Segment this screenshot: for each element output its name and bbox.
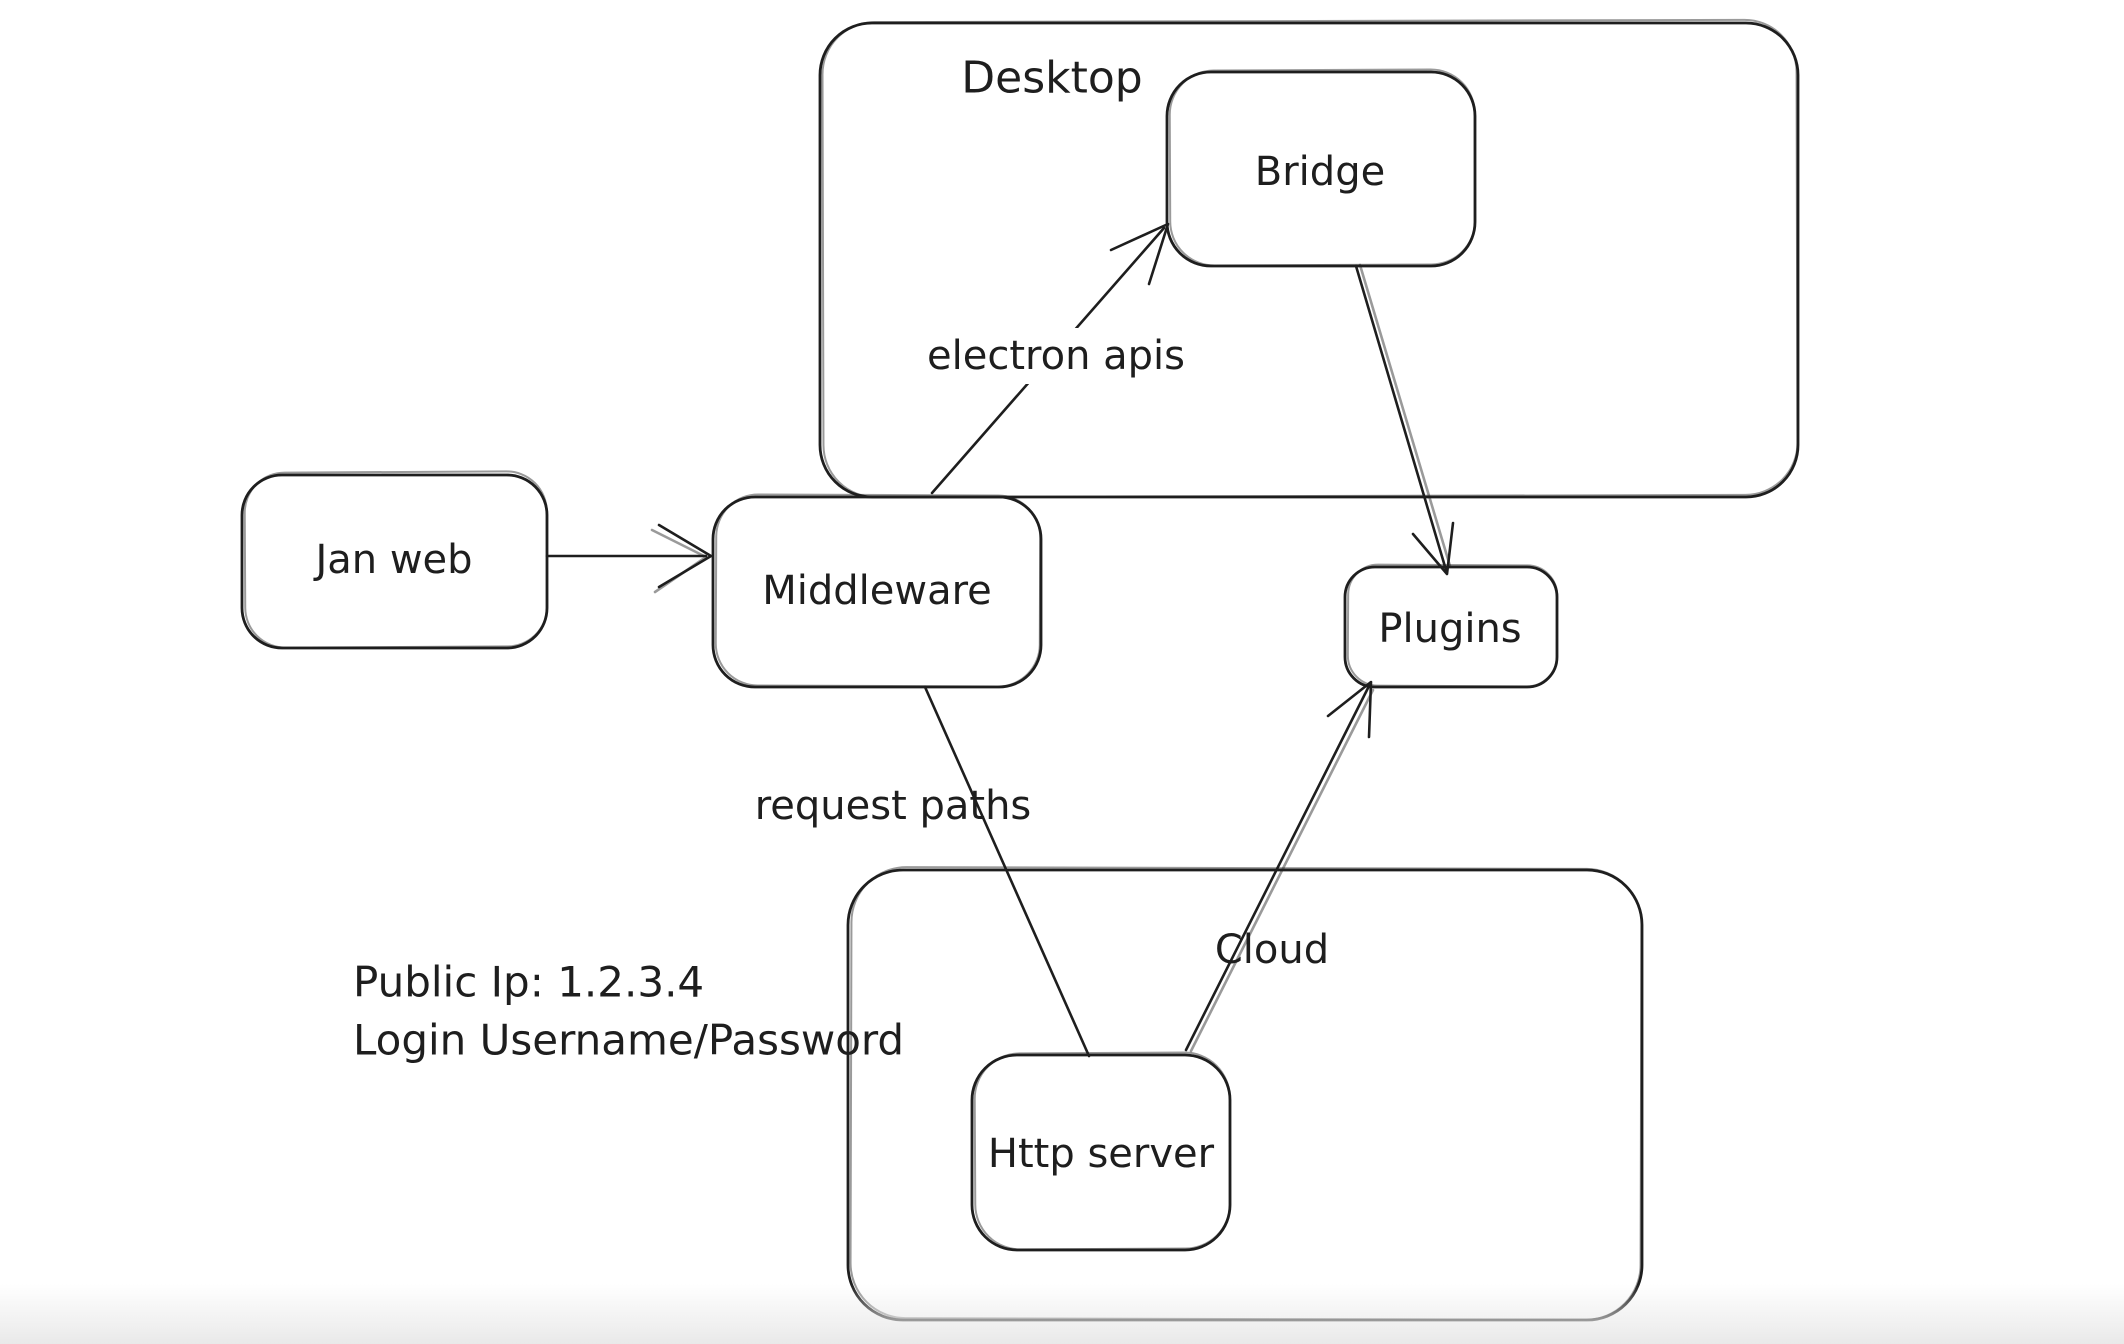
annotation-login: Login Username/Password [353,1016,904,1065]
node-http-server-shape[interactable] [970,1053,1232,1252]
edge-middleware-to-http-server-label: request paths [755,783,1032,829]
container-desktop-shape-sketch [821,18,1799,499]
edge-jan-web-to-middleware-arrowhead-sketch [650,528,708,594]
container-desktop-shape[interactable] [818,21,1800,499]
edge-bridge-to-plugins[interactable] [1354,263,1455,576]
edge-bridge-to-plugins-line[interactable] [1354,264,1448,572]
edge-http-server-to-plugins-arrowhead [1326,680,1373,739]
container-cloud-label: Cloud [1215,927,1329,973]
edge-bridge-to-plugins-line-sketch [1358,263,1452,568]
node-plugins-label: Plugins [1378,606,1521,652]
node-bridge-shape[interactable] [1165,70,1477,268]
node-plugins-shape-sketch [1346,563,1559,688]
edge-http-server-to-plugins-line-sketch [1189,688,1375,1053]
edge-middleware-to-http-server-line[interactable] [923,685,1091,1058]
edge-bridge-to-plugins-arrowhead [1411,521,1455,576]
edge-jan-web-to-middleware-arrowhead [657,523,713,589]
node-bridge[interactable]: Bridge [1165,68,1477,268]
node-http-server-shape-sketch [973,1051,1232,1251]
edge-middleware-to-bridge-label: electron apis [927,333,1185,379]
edge-jan-web-to-middleware[interactable] [545,523,713,594]
edge-http-server-to-plugins[interactable] [1184,680,1375,1053]
bottom-fade [0,1284,2124,1344]
node-jan-web-label: Jan web [312,537,472,583]
annotation-public-ip: Public Ip: 1.2.3.4 [353,958,704,1007]
node-http-server[interactable]: Http server [970,1051,1232,1252]
node-middleware-shape[interactable] [711,495,1043,689]
node-bridge-shape-sketch [1168,68,1477,267]
node-middleware-label: Middleware [762,568,992,614]
edge-middleware-to-bridge[interactable]: electron apis [915,222,1197,495]
node-jan-web-shape-sketch [243,470,549,649]
node-plugins-shape[interactable] [1343,565,1559,689]
node-middleware-shape-sketch [714,493,1042,688]
node-bridge-label: Bridge [1255,149,1385,195]
annotation-credentials[interactable]: Public Ip: 1.2.3.4 Login Username/Passwo… [353,958,904,1065]
container-desktop-label: Desktop [961,53,1142,104]
node-http-server-label: Http server [988,1131,1215,1177]
edge-http-server-to-plugins-line[interactable] [1184,684,1371,1052]
node-jan-web-shape[interactable] [240,473,549,650]
edge-middleware-to-bridge-label-bg [915,328,1197,384]
node-plugins[interactable]: Plugins [1343,563,1559,689]
node-jan-web[interactable]: Jan web [240,470,549,650]
edge-middleware-to-http-server[interactable]: request paths [755,685,1091,1058]
node-middleware[interactable]: Middleware [711,493,1043,689]
container-desktop[interactable]: Desktop [818,18,1800,499]
